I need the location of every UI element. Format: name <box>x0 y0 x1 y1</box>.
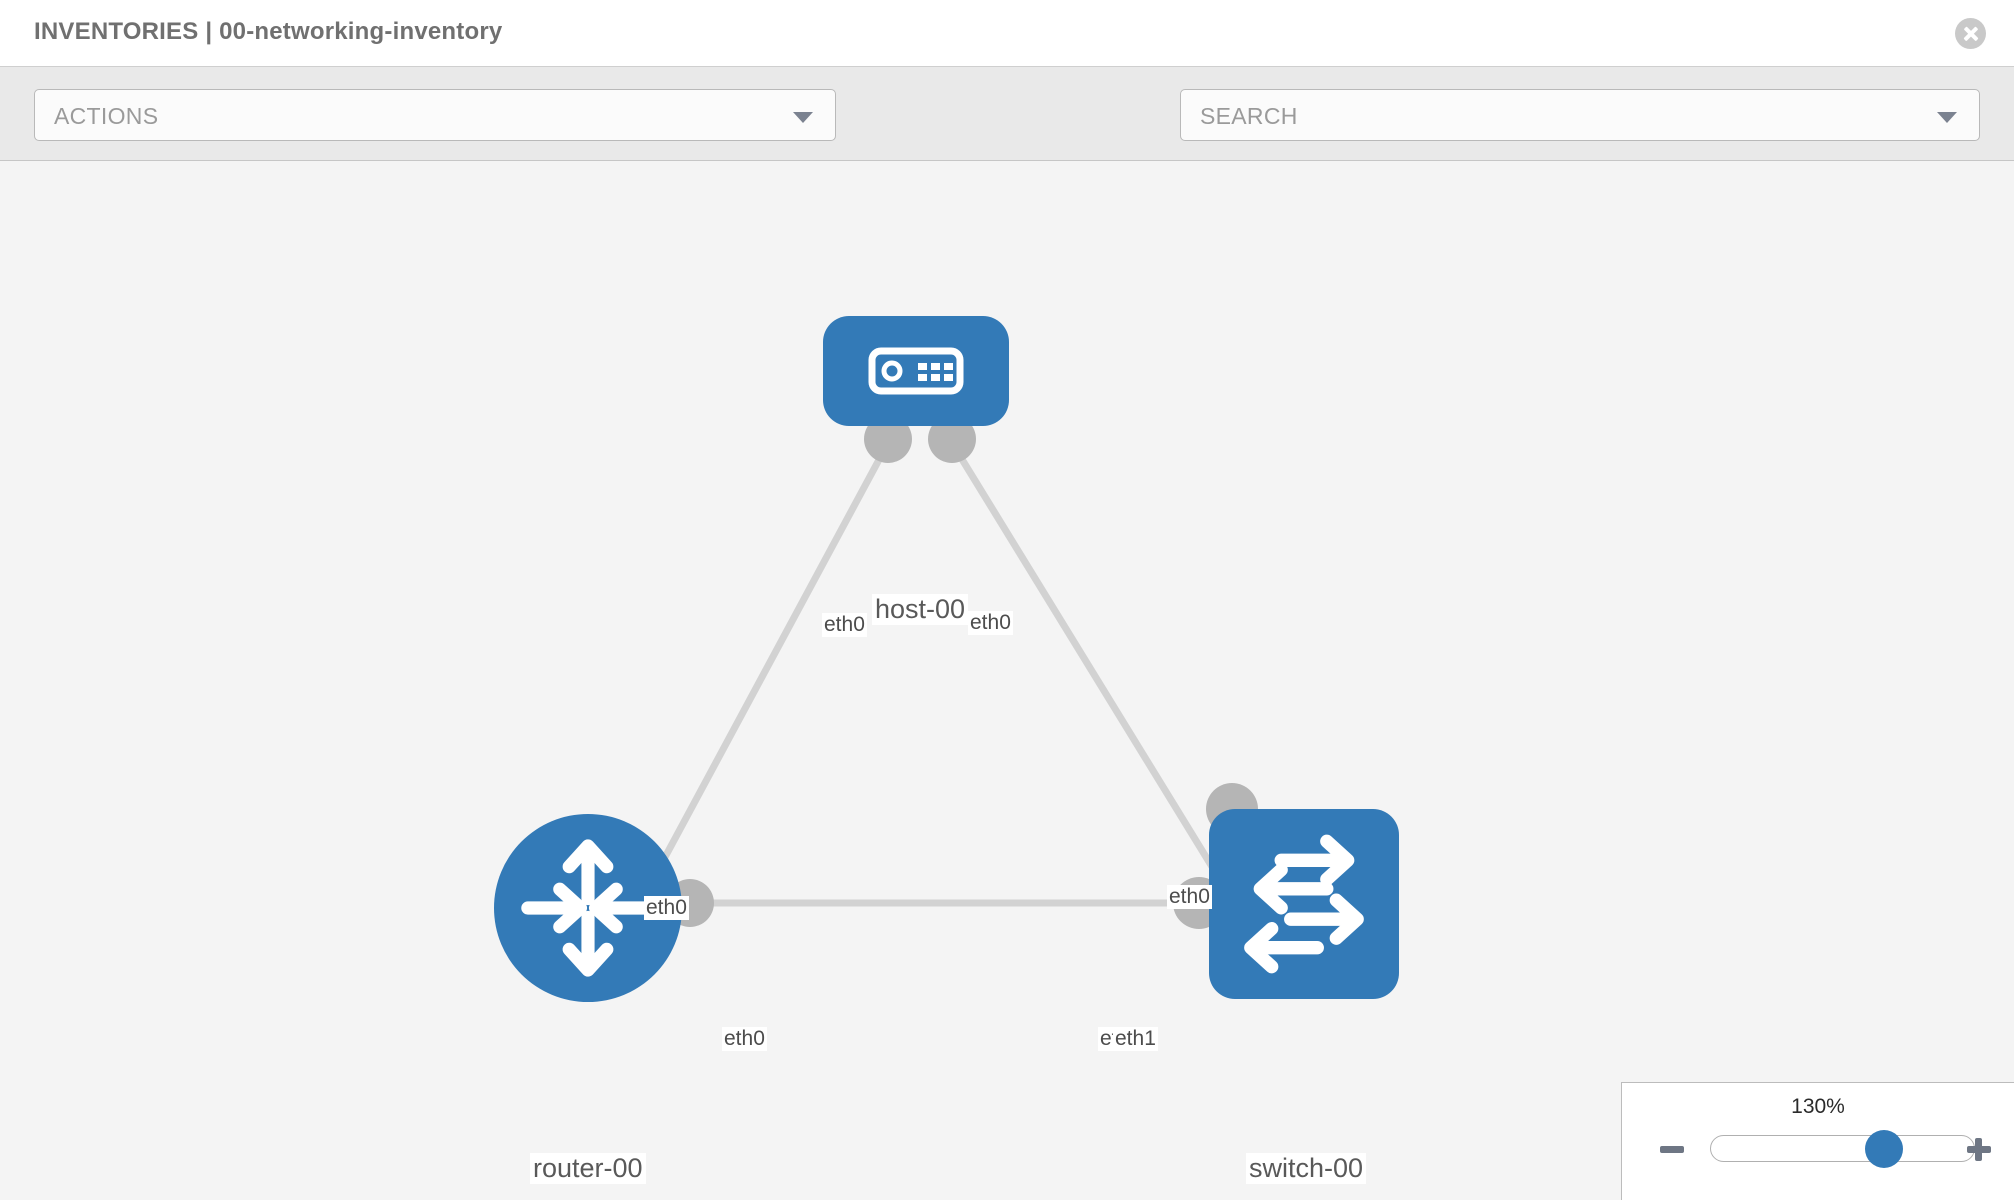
node-label-switch-00: switch-00 <box>1246 1153 1367 1184</box>
page-header: INVENTORIES | 00-networking-inventory <box>0 0 2014 67</box>
server-icon <box>868 347 964 395</box>
interface-label-host-left: eth0 <box>822 613 867 637</box>
node-router-00[interactable] <box>494 814 682 1002</box>
node-host-00[interactable] <box>823 316 1009 426</box>
search-placeholder: SEARCH <box>1200 103 1298 129</box>
interface-label-switch-uplink: eth0 <box>1167 885 1212 909</box>
switch-arrows-icon <box>1244 834 1364 974</box>
minus-icon <box>1660 1146 1684 1153</box>
chevron-down-icon <box>793 112 813 123</box>
zoom-out-button[interactable] <box>1657 1134 1687 1164</box>
interface-label-switch-left-b: eth1 <box>1113 1027 1158 1051</box>
interface-label-router-right: eth0 <box>722 1027 767 1051</box>
chevron-down-icon[interactable] <box>1937 112 1957 123</box>
node-switch-00[interactable] <box>1209 809 1399 999</box>
node-label-router-00: router-00 <box>530 1153 646 1184</box>
node-label-host-00: host-00 <box>872 594 969 625</box>
interface-label-router-uplink: eth0 <box>644 896 689 920</box>
search-input[interactable]: SEARCH <box>1180 89 1980 141</box>
interface-label-host-right: eth0 <box>968 611 1013 635</box>
zoom-slider-thumb[interactable] <box>1865 1129 1904 1168</box>
zoom-control-panel: 130% <box>1621 1082 2014 1200</box>
router-arrows-icon <box>521 839 655 977</box>
plus-icon-vertical <box>1975 1138 1982 1161</box>
toolbar: ACTIONS SEARCH <box>0 67 2014 199</box>
actions-dropdown[interactable]: ACTIONS <box>34 89 836 141</box>
page-title: INVENTORIES | 00-networking-inventory <box>34 18 503 45</box>
zoom-level-label: 130% <box>1791 1095 1845 1118</box>
close-icon[interactable] <box>1955 18 1986 49</box>
actions-dropdown-label: ACTIONS <box>54 103 159 129</box>
topology-canvas[interactable]: host-00 router-00 switch-00 eth0 eth0 et… <box>0 161 2014 1200</box>
zoom-in-button[interactable] <box>1964 1134 1994 1164</box>
zoom-slider[interactable] <box>1710 1129 1975 1168</box>
